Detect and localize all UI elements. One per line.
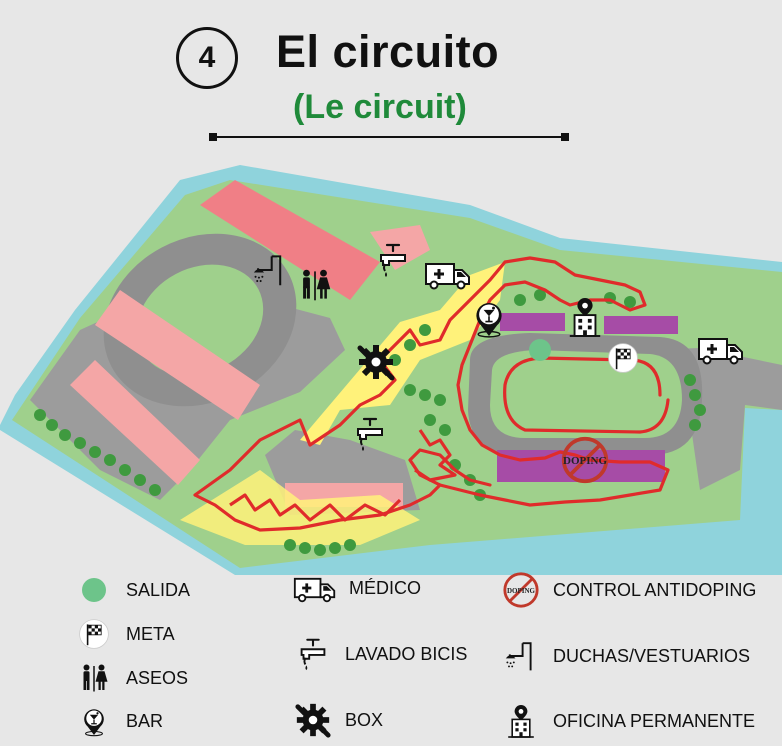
- no-doping-icon: DOPING: [501, 572, 541, 608]
- page-subtitle: (Le circuit): [293, 88, 467, 126]
- race-route-zigzag: [229, 429, 457, 522]
- building-north-annex: [370, 225, 430, 270]
- legend-label-office: OFICINA PERMANENTE: [553, 710, 756, 731]
- shower-icon: [501, 639, 541, 673]
- bar-icon: [475, 302, 503, 338]
- legend-label-showers: DUCHAS/VESTUARIOS: [553, 645, 751, 666]
- race-route: [193, 256, 670, 532]
- legend-item-showers: DUCHAS/VESTUARIOS: [501, 639, 750, 673]
- building-west-2: [70, 360, 200, 485]
- bar-icon: [74, 704, 114, 738]
- gear-wrench-icon: [293, 703, 333, 737]
- legend-label-start: SALIDA: [126, 579, 191, 600]
- title-divider: [209, 133, 569, 141]
- stand-north-2: [604, 316, 678, 334]
- legend-label-toilets: ASEOS: [126, 667, 189, 688]
- legend-item-bar: BAR: [74, 704, 163, 738]
- section-number-badge: 4: [176, 27, 238, 89]
- antidoping-map-label: DOPING: [563, 455, 607, 467]
- building-north: [200, 180, 380, 300]
- toilets-icon: [74, 661, 114, 695]
- finish-flag-icon: [607, 342, 639, 374]
- tap-icon: [293, 637, 333, 672]
- legend-item-start: SALIDA: [74, 573, 190, 607]
- circuit-map: DOPING: [0, 165, 782, 575]
- legend-item-bike-wash: LAVADO BICIS: [293, 637, 468, 672]
- legend-item-box: BOX: [293, 703, 383, 737]
- start-dot-icon: [74, 573, 114, 607]
- legend-label-bike-wash: LAVADO BICIS: [345, 643, 468, 664]
- stand-north-1: [500, 313, 565, 331]
- legend-item-medical: MÉDICO: [293, 571, 421, 605]
- legend-item-finish: META: [74, 617, 175, 651]
- office-building-icon: [501, 704, 541, 739]
- checkered-flag-icon: [74, 617, 114, 651]
- building-west-1: [95, 290, 260, 420]
- legend-item-antidoping: DOPING CONTROL ANTIDOPING: [501, 572, 757, 608]
- box-gear-icon: [359, 345, 393, 379]
- east-stadium-field: [490, 350, 682, 438]
- legend-label-bar: BAR: [126, 710, 164, 731]
- paddock-zone-south: [180, 470, 420, 545]
- legend-antidoping-icon-text: DOPING: [507, 587, 536, 595]
- legend-label-finish: META: [126, 623, 175, 644]
- start-marker: [529, 339, 551, 361]
- legend-label-box: BOX: [345, 709, 384, 730]
- trees: [34, 289, 706, 556]
- legend-label-antidoping: CONTROL ANTIDOPING: [553, 579, 757, 600]
- page-title: El circuito: [276, 26, 500, 77]
- legend-item-toilets: ASEOS: [74, 661, 188, 695]
- legend-label-medical: MÉDICO: [349, 577, 421, 598]
- paddock-zone: [300, 262, 505, 445]
- legend-item-office: OFICINA PERMANENTE: [501, 704, 756, 739]
- ambulance-icon: [293, 571, 337, 605]
- antidoping-map-icon: DOPING: [561, 436, 609, 484]
- header: 4 El circuito (Le circuit): [0, 0, 782, 150]
